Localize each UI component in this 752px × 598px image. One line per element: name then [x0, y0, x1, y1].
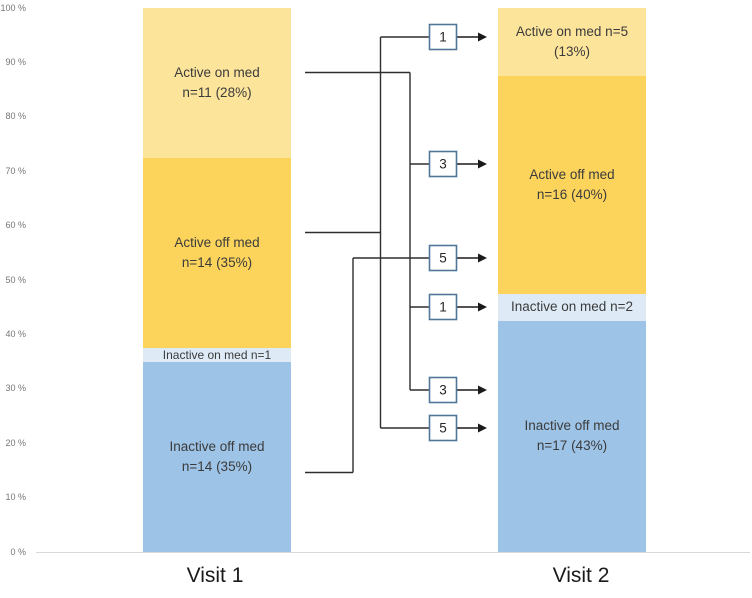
flow-count-box — [428, 376, 458, 404]
segment-label: Active off med — [174, 234, 260, 250]
stacked-bar-visit-1: Active on med n=11 (28%) Active off med n=1… — [143, 8, 291, 552]
flow-count-label: 1 — [439, 30, 447, 45]
arrow-head-icon — [478, 159, 487, 169]
flow-count-label: 3 — [439, 157, 447, 172]
stacked-bar-visit-2: Active on med n=5 (13%) Active off med n=16… — [498, 8, 646, 552]
segment-label: n=11 (28%) — [182, 84, 252, 100]
y-axis-tick-label: 60 % — [5, 220, 26, 231]
arrow-head-icon — [478, 423, 487, 433]
bar-segment-inactive-off-med: Inactive off med n=17 (43%) — [498, 320, 646, 552]
segment-label: Inactive off med — [524, 418, 620, 434]
x-axis-line — [36, 552, 750, 553]
segment-label: Inactive off med — [169, 438, 265, 454]
y-axis-tick-label: 90 % — [5, 56, 26, 67]
y-axis-tick-label: 0 % — [10, 546, 26, 557]
bar-segment-inactive-off-med: Inactive off med n=14 (35%) — [143, 361, 291, 552]
bar-segment-active-on-med: Active on med n=11 (28%) — [143, 8, 291, 158]
y-axis-tick-label: 10 % — [5, 492, 26, 503]
arrow-head-icon — [478, 385, 487, 395]
segment-label: Active off med — [529, 166, 615, 182]
flow-count-box — [428, 414, 458, 442]
bar-segment-active-off-med: Active off med n=14 (35%) — [143, 157, 291, 348]
bar-segment-active-on-med: Active on med n=5 (13%) — [498, 8, 646, 76]
y-axis-tick-label: 100 % — [0, 2, 26, 13]
segment-label: n=14 (35%) — [181, 254, 253, 270]
segment-label: Inactive on med n=1 — [162, 347, 272, 362]
flow-count-label: 3 — [439, 383, 447, 398]
y-axis-tick-label: 20 % — [5, 437, 26, 448]
segment-label: (13%) — [553, 44, 590, 59]
y-axis-tick-label: 40 % — [5, 328, 26, 339]
flow-count-box — [428, 150, 458, 178]
segment-label: n=14 (35%) — [181, 458, 253, 474]
segment-label: Active on med — [174, 64, 260, 80]
segment-label: Inactive on med n=2 — [511, 299, 633, 315]
y-axis-tick-label: 80 % — [5, 111, 26, 122]
arrow-head-icon — [478, 32, 487, 42]
y-axis-tick-label: 30 % — [5, 383, 26, 394]
x-axis-label-visit-2: Visit 2 — [552, 564, 610, 587]
arrow-head-icon — [478, 302, 487, 312]
arrow-head-icon — [478, 253, 487, 263]
y-axis-tick-label: 50 % — [5, 274, 26, 285]
x-axis-label-visit-1: Visit 1 — [186, 564, 244, 587]
flow-count-label: 1 — [439, 300, 447, 315]
flow-count-label: 5 — [439, 421, 447, 436]
flow-count-box — [428, 23, 458, 51]
segment-label: Active on med n=5 — [515, 24, 629, 39]
flow-count-box — [428, 293, 458, 321]
bar-segment-inactive-on-med: Inactive on med n=1 — [143, 348, 291, 362]
flow-count-label: 5 — [439, 251, 447, 266]
segment-label: n=16 (40%) — [536, 186, 608, 202]
segment-label: n=17 (43%) — [536, 438, 608, 454]
bar-segment-inactive-on-med: Inactive on med n=2 — [498, 293, 646, 321]
y-axis-tick-label: 70 % — [5, 165, 26, 176]
bar-segment-active-off-med: Active off med n=16 (40%) — [498, 76, 646, 294]
flow-count-box — [428, 244, 458, 272]
